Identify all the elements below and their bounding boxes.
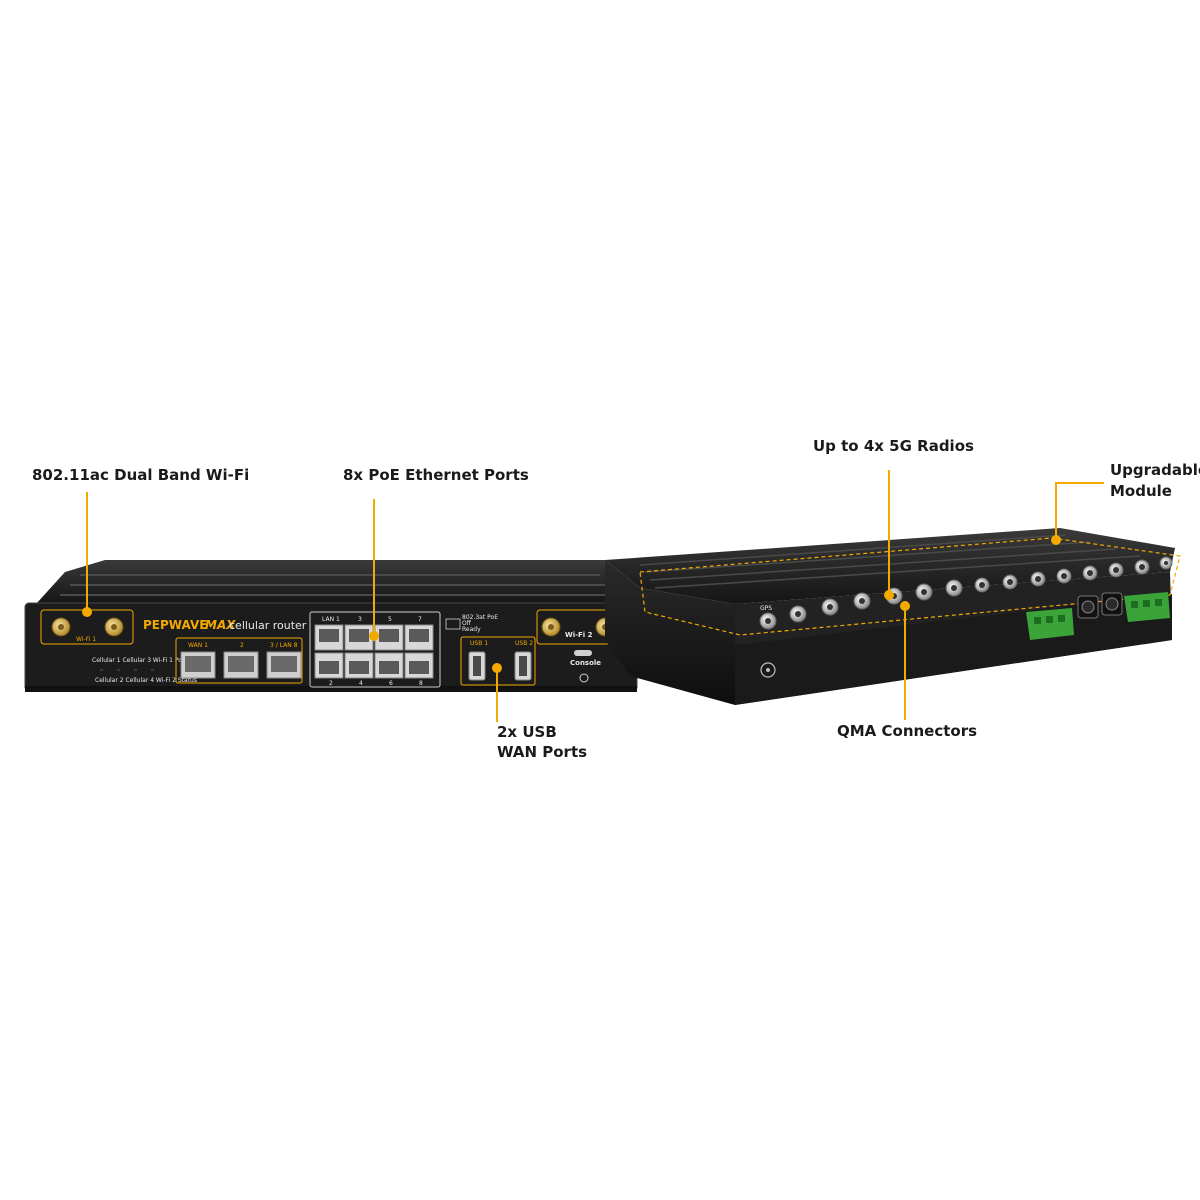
led-labels-bottom: Cellular 2 Cellular 4 Wi-Fi 2 Status: [95, 677, 197, 684]
wan3-label: 3 / LAN 8: [270, 642, 298, 649]
front-router-unit: Wi-Fi 1 PEPWAVE MAX cellular router Cell…: [24, 560, 638, 692]
callout-usb-line2: WAN Ports: [497, 743, 588, 761]
usb-port[interactable]: [514, 651, 532, 681]
usb-port[interactable]: [468, 651, 486, 681]
terminal-block: [1124, 592, 1170, 622]
callout-module-line2: Module: [1110, 482, 1172, 500]
poe-legend-2: Off: [462, 620, 472, 627]
callout-module-line1: Upgradable: [1110, 461, 1200, 479]
wan-port[interactable]: [223, 651, 259, 679]
callout-5g-radios: Up to 4x 5G Radios: [813, 437, 974, 455]
rear-router-unit: GPS: [605, 528, 1181, 705]
wan2-label: 2: [240, 642, 244, 649]
callout-qma-connectors: QMA Connectors: [837, 722, 978, 740]
usb1-label: USB 1: [470, 640, 488, 647]
brand-max: MAX: [205, 618, 236, 632]
led-labels-top: Cellular 1 Cellular 3 Wi-Fi 1 Power: [92, 657, 194, 664]
poe-legend-1: 802.3at PoE: [462, 614, 498, 621]
callout-poe-ports: 8x PoE Ethernet Ports: [343, 466, 529, 484]
reset-button[interactable]: [579, 673, 589, 683]
poe-legend-3: Ready: [462, 626, 481, 633]
lan1-label: LAN 1: [322, 616, 340, 623]
callout-usb-line1: 2x USB: [497, 723, 557, 741]
brand-pepwave: PEPWAVE: [143, 618, 207, 632]
lan2-label: 2: [329, 680, 333, 687]
console-label: Console: [570, 659, 601, 667]
lan8-label: 8: [419, 680, 423, 687]
lan7-label: 7: [418, 616, 422, 623]
wan-port[interactable]: [180, 651, 216, 679]
gps-label: GPS: [760, 605, 772, 612]
wifi1-label: Wi-Fi 1: [76, 636, 96, 643]
brand-descriptor: cellular router: [229, 619, 307, 632]
lan6-label: 6: [389, 680, 393, 687]
lan4-label: 4: [359, 680, 363, 687]
callout-wifi: 802.11ac Dual Band Wi-Fi: [32, 466, 250, 484]
wan-port[interactable]: [266, 651, 302, 679]
usb2-label: USB 2: [515, 640, 533, 647]
wifi2-label: Wi-Fi 2: [565, 631, 593, 639]
lan5-label: 5: [388, 616, 392, 623]
terminal-block: [1026, 608, 1074, 640]
wan1-label: WAN 1: [188, 642, 208, 649]
lan3-label: 3: [358, 616, 362, 623]
